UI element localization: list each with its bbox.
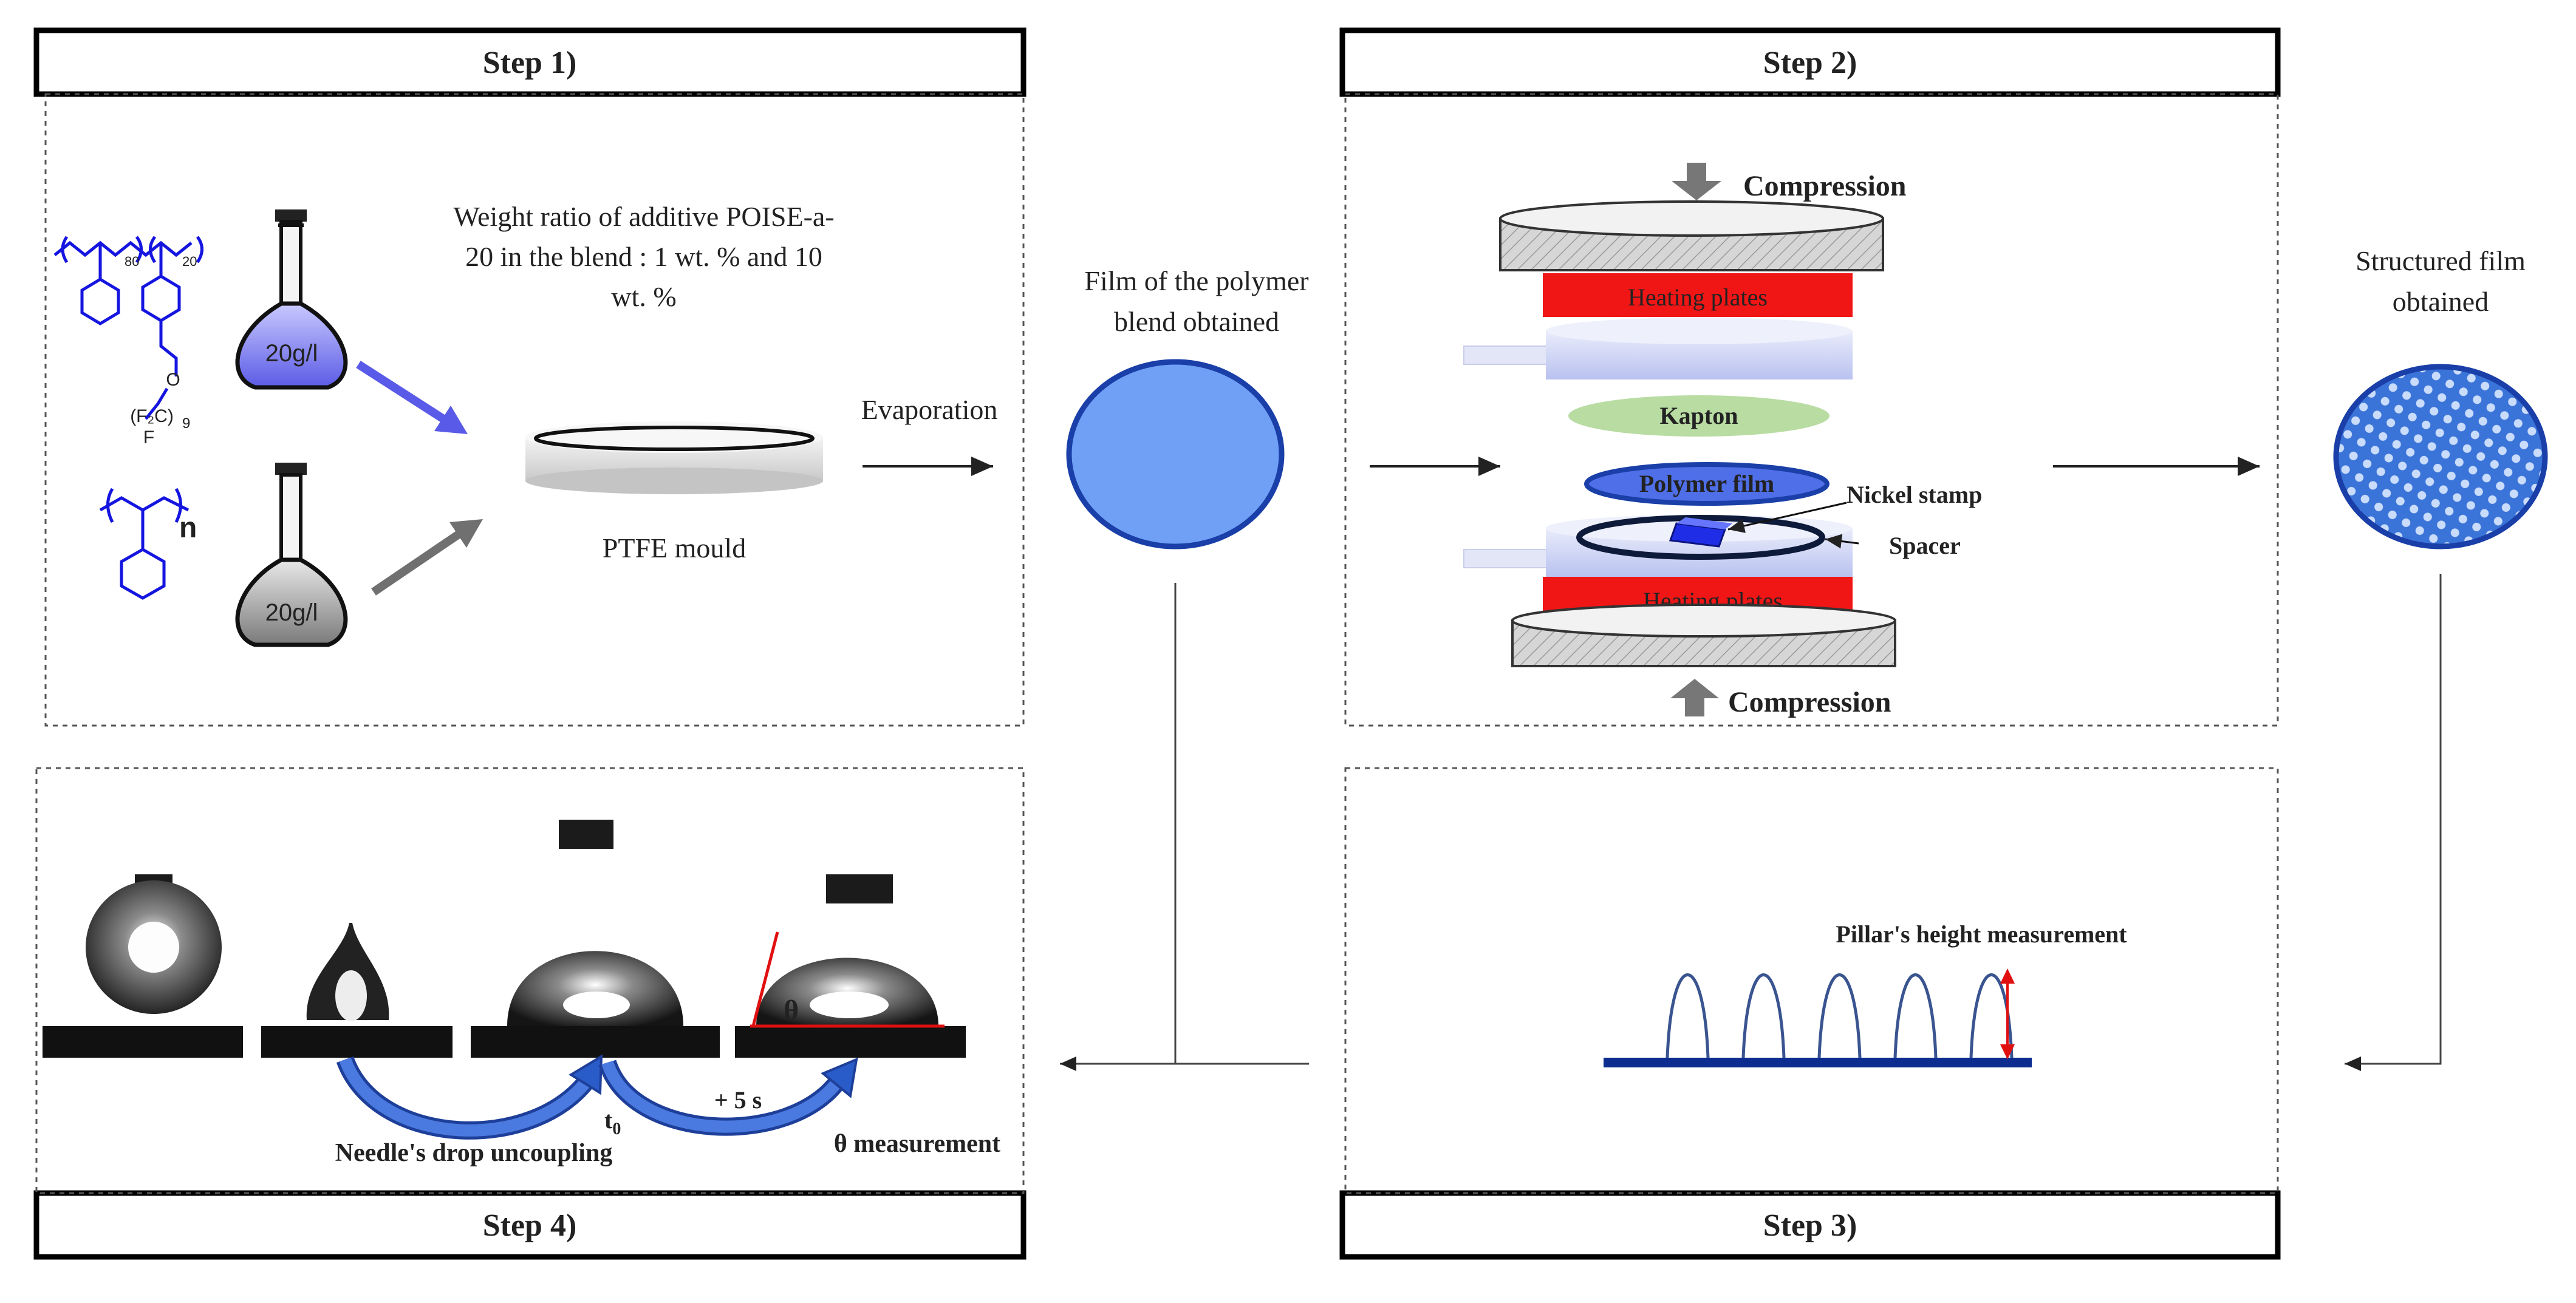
step2-panel bbox=[1344, 93, 2279, 727]
flask2-to-mould-arrow bbox=[371, 519, 483, 596]
ether-oxygen: O bbox=[166, 370, 180, 390]
step3-panel bbox=[1344, 767, 2279, 1194]
ratio-line1: Weight ratio of additive POISE-a- bbox=[453, 201, 834, 232]
pillar-substrate bbox=[1604, 1058, 2032, 1067]
step4-title: Step 4) bbox=[483, 1208, 577, 1243]
step1-panel bbox=[44, 93, 1025, 727]
structured-film-disc bbox=[2333, 364, 2548, 549]
spacer-ring bbox=[1576, 515, 1825, 560]
pillar-height-label: Pillar's height measurement bbox=[1836, 920, 2127, 948]
heating-plate-top bbox=[1543, 273, 1853, 317]
heating-top-label: Heating plates bbox=[1628, 284, 1768, 311]
sub-9: 9 bbox=[182, 415, 190, 432]
spacer-pointer bbox=[1825, 534, 1859, 549]
step1-title: Step 1) bbox=[483, 46, 577, 80]
step3-header: Step 3) bbox=[1339, 1190, 2281, 1260]
pillar-3 bbox=[1817, 973, 1862, 1058]
ptfe-mould bbox=[525, 421, 823, 494]
pillars bbox=[1666, 973, 2014, 1058]
flask2-label: 20g/l bbox=[265, 599, 318, 626]
step2-title: Step 2) bbox=[1763, 46, 1857, 80]
pillar-1 bbox=[1666, 973, 1710, 1058]
ratio-line3: wt. % bbox=[611, 281, 676, 312]
kapton-label: Kapton bbox=[1660, 402, 1738, 429]
bottom-press-plate bbox=[1511, 604, 1896, 667]
compression-top-label: Compression bbox=[1743, 170, 1906, 202]
structured-label-line2: obtained bbox=[2393, 286, 2489, 317]
needle-uncoupling-label: Needle's drop uncoupling bbox=[335, 1139, 613, 1167]
volumetric-flask-gray bbox=[235, 463, 348, 647]
flask1-label: 20g/l bbox=[265, 340, 318, 367]
nickel-stamp-pointer bbox=[1727, 502, 1847, 533]
structured-to-step3-connector bbox=[2345, 574, 2442, 1071]
kapton-layer bbox=[1568, 395, 1830, 437]
poise-structure bbox=[53, 236, 203, 420]
pillar-2 bbox=[1741, 973, 1786, 1058]
t0-label: t0 bbox=[604, 1106, 621, 1138]
step1-header: Step 1) bbox=[33, 27, 1027, 97]
sub-80: 80 bbox=[125, 254, 139, 269]
evaporation-label: Evaporation bbox=[861, 394, 998, 425]
photo-pendant-drop bbox=[43, 874, 243, 1058]
step4-panel bbox=[35, 767, 1025, 1194]
volumetric-flask-blue bbox=[235, 209, 348, 390]
photo-drop-t0 bbox=[471, 820, 720, 1058]
photo-drop-uncoupling bbox=[261, 923, 453, 1058]
sub-20: 20 bbox=[182, 254, 197, 269]
f-terminal: F bbox=[143, 427, 154, 447]
spacer-label: Spacer bbox=[1889, 532, 1961, 559]
structured-label-line1: Structured film bbox=[2356, 245, 2526, 276]
step2-header: Step 2) bbox=[1339, 27, 2281, 97]
film-label-line1: Film of the polymer bbox=[1084, 265, 1308, 296]
curved-arrow-1 bbox=[336, 1054, 603, 1140]
nickel-stamp bbox=[1669, 517, 1732, 548]
top-glass-plate bbox=[1463, 318, 1853, 379]
ptfe-mould-label: PTFE mould bbox=[603, 532, 746, 563]
ratio-line2: 20 in the blend : 1 wt. % and 10 bbox=[465, 241, 822, 272]
compression-bottom-label: Compression bbox=[1728, 686, 1891, 718]
step4-header: Step 4) bbox=[33, 1190, 1027, 1260]
top-press-plate bbox=[1499, 200, 1884, 271]
theta-measurement-label: θ measurement bbox=[834, 1130, 1000, 1158]
ps-structure bbox=[99, 488, 190, 600]
flask1-to-mould-arrow bbox=[356, 361, 468, 434]
height-measure-arrow bbox=[2000, 968, 2015, 1060]
curved-arrow-2 bbox=[598, 1057, 858, 1136]
compression-top-arrow bbox=[1672, 163, 1721, 200]
theta-symbol: θ bbox=[784, 995, 799, 1027]
photo-theta-measure bbox=[735, 874, 966, 1058]
polymer-film-disc bbox=[1066, 359, 1285, 549]
film-label-line2: blend obtained bbox=[1114, 306, 1279, 337]
pillar-4 bbox=[1893, 973, 1938, 1058]
step3-title: Step 3) bbox=[1763, 1208, 1857, 1243]
nickel-stamp-label: Nickel stamp bbox=[1847, 481, 1982, 508]
polymer-film-layer bbox=[1584, 462, 1830, 506]
compression-bottom-arrow bbox=[1670, 679, 1719, 716]
polymer-film-label: Polymer film bbox=[1639, 470, 1775, 497]
n-subscript: n bbox=[179, 512, 197, 544]
plus5s-label: + 5 s bbox=[714, 1086, 762, 1114]
f2c-label: (F₂C) bbox=[130, 406, 174, 426]
